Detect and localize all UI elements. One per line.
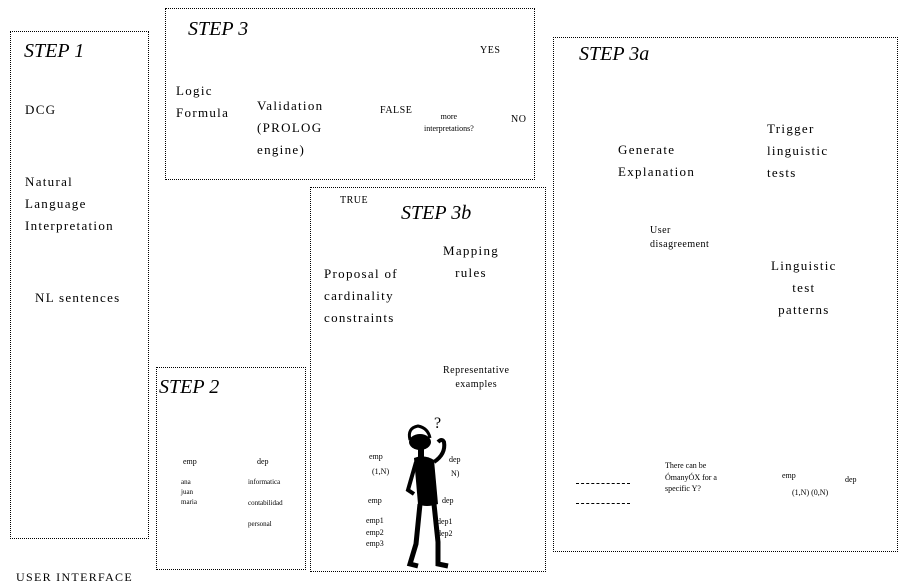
step3b-emp-list: emp1 emp2 emp3 bbox=[366, 516, 384, 549]
step3b-card-top: (1,N) bbox=[372, 467, 390, 476]
step3b-emp-mid: emp bbox=[368, 496, 382, 505]
step3-more-interpretations-label: more interpretations? bbox=[424, 112, 474, 133]
step3b-proposal-label: Proposal of cardinality constraints bbox=[324, 266, 398, 326]
step3b-dep-mid: dep bbox=[442, 496, 454, 505]
step3a-title: STEP 3a bbox=[579, 43, 650, 65]
step3-yes-label: YES bbox=[480, 45, 501, 56]
step3a-box bbox=[553, 37, 898, 552]
step3a-dashed-line-2 bbox=[576, 503, 630, 504]
step3-box bbox=[165, 8, 535, 180]
step3-title: STEP 3 bbox=[188, 18, 249, 40]
step3b-representative-label: Representative examples bbox=[443, 365, 510, 390]
step3b-emp-top: emp bbox=[369, 452, 383, 461]
step2-title: STEP 2 bbox=[159, 376, 220, 398]
svg-text:?: ? bbox=[434, 415, 441, 432]
step3a-generate-explanation-label: Generate Explanation bbox=[618, 142, 696, 180]
step3a-emp-label: emp bbox=[782, 471, 796, 480]
step1-dcg-label: DCG bbox=[25, 102, 57, 117]
step3b-true-label: TRUE bbox=[340, 195, 369, 206]
step3-validation-label: Validation (PROLOG engine) bbox=[257, 98, 324, 158]
confused-person-icon: ? bbox=[405, 415, 449, 569]
step2-dep-header: dep bbox=[257, 457, 269, 466]
user-interface-label: USER INTERFACE bbox=[16, 570, 133, 584]
step1-box bbox=[10, 31, 149, 539]
step1-title: STEP 1 bbox=[24, 40, 85, 62]
step2-box bbox=[156, 367, 306, 570]
step1-nl-sentences-label: NL sentences bbox=[35, 290, 121, 305]
step3-no-label: NO bbox=[511, 114, 527, 125]
step2-emp-header: emp bbox=[183, 457, 197, 466]
step3-logic-formula-label: Logic Formula bbox=[176, 83, 230, 121]
step3a-linguistic-test-patterns-label: Linguistic test patterns bbox=[771, 258, 837, 318]
step3b-mapping-rules-label: Mapping rules bbox=[443, 243, 500, 281]
step1-nli-label: Natural Language Interpretation bbox=[25, 174, 114, 234]
step3-false-label: FALSE bbox=[380, 105, 413, 116]
step3b-title: STEP 3b bbox=[401, 202, 472, 224]
step3b-dep-list: dep1 dep2 bbox=[437, 517, 453, 538]
step3b-dep-top: dep bbox=[449, 455, 461, 464]
step3a-dep-label: dep bbox=[845, 475, 857, 484]
step3b-n-top: N) bbox=[451, 469, 460, 478]
step3a-question-text: There can be ÓmanyÓX for a specific Y? bbox=[665, 461, 717, 494]
step2-names-list: ana juan maria bbox=[181, 478, 197, 507]
step3a-dashed-line-1 bbox=[576, 483, 630, 484]
step3a-trigger-tests-label: Trigger linguistic tests bbox=[767, 121, 829, 181]
step2-depts-list: informatica contabilidad personal bbox=[248, 478, 283, 528]
step3a-cardinalities-label: (1,N) (0,N) bbox=[792, 488, 829, 497]
step3a-user-disagreement-label: User disagreement bbox=[650, 225, 710, 250]
step3b-box bbox=[310, 187, 546, 572]
